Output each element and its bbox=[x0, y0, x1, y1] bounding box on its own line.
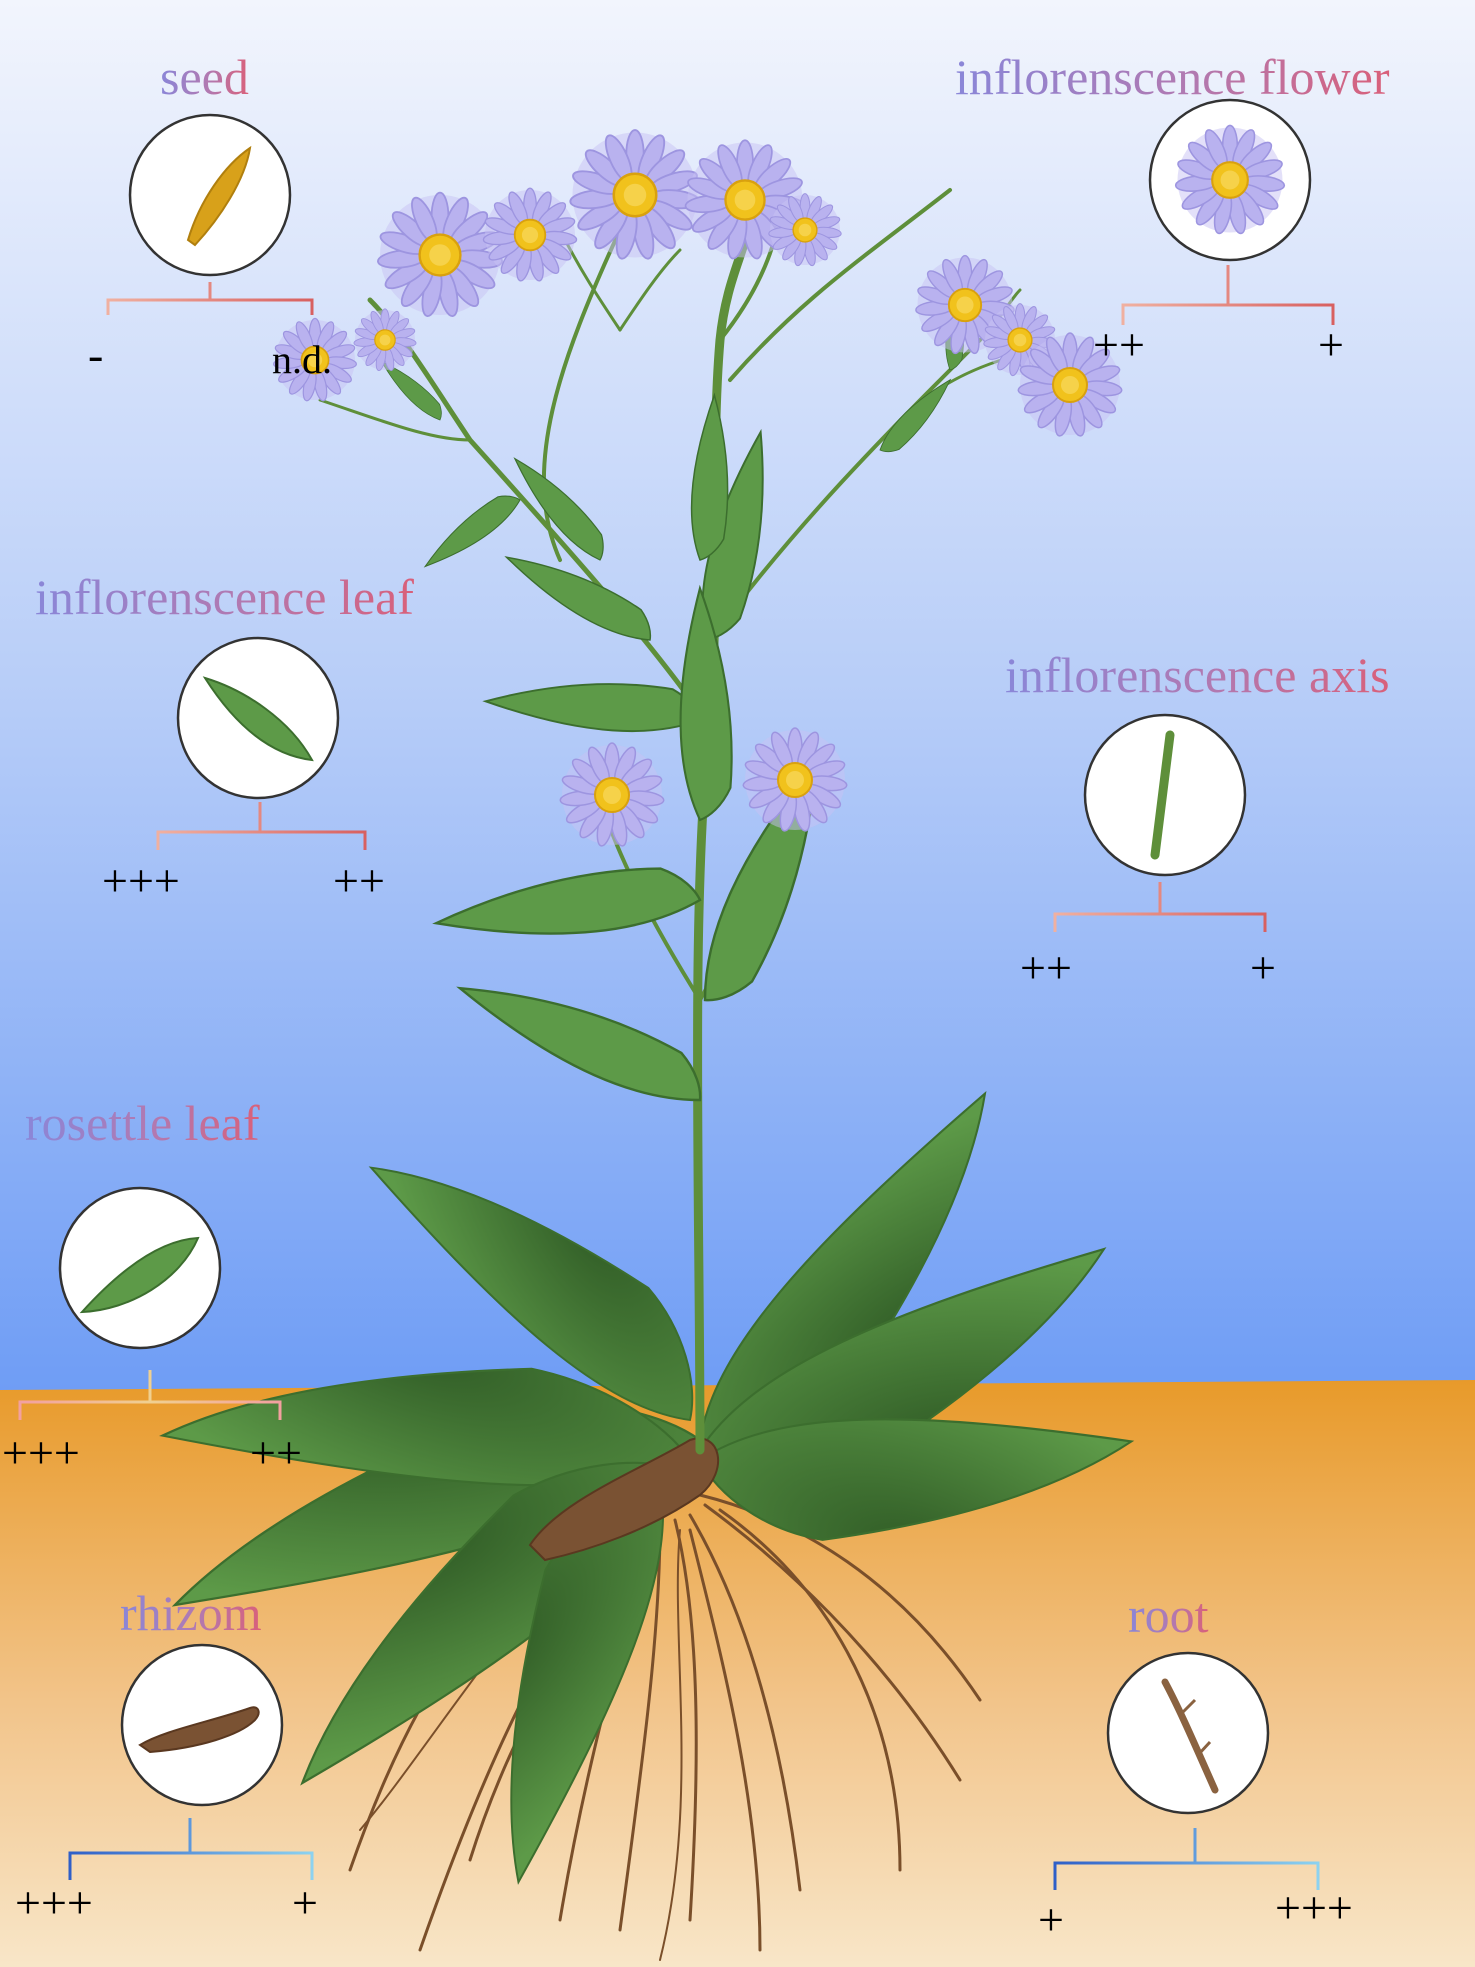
axis-bracket bbox=[1053, 882, 1267, 932]
infl-leaf-title: inflorenscence leaf bbox=[35, 569, 414, 625]
axis-title: inflorenscence axis bbox=[1005, 647, 1390, 703]
root-bracket bbox=[1053, 1828, 1320, 1890]
infl-leaf-level-right: ++ bbox=[333, 855, 385, 906]
seed-level-right: n.d. bbox=[272, 337, 332, 382]
flower-level-left: ++ bbox=[1093, 319, 1145, 370]
axis-level-left: ++ bbox=[1020, 942, 1072, 993]
flower-level-right: + bbox=[1318, 319, 1344, 370]
seed-icon bbox=[128, 113, 292, 277]
rosette-title: rosettle leaf bbox=[25, 1095, 260, 1151]
rosette-level-right: ++ bbox=[250, 1427, 302, 1478]
root-level-left: + bbox=[1038, 1894, 1064, 1945]
flower-bracket bbox=[1121, 265, 1335, 325]
rosette-level-left: +++ bbox=[2, 1427, 80, 1478]
root-title: root bbox=[1128, 1587, 1209, 1643]
infl-leaf-icon bbox=[176, 636, 340, 800]
rosette-bracket bbox=[18, 1370, 282, 1420]
infl-leaf-bracket bbox=[156, 802, 367, 850]
rhizome-level-left: +++ bbox=[15, 1877, 93, 1928]
root-level-right: +++ bbox=[1275, 1882, 1353, 1933]
axis-icon bbox=[1083, 713, 1247, 877]
rhizome-title: rhizom bbox=[120, 1585, 262, 1641]
axis-level-right: + bbox=[1250, 942, 1276, 993]
rosette-icon bbox=[58, 1186, 222, 1350]
root-icon bbox=[1106, 1651, 1270, 1815]
rhizome-icon bbox=[120, 1643, 284, 1807]
rhizome-shape bbox=[528, 1437, 719, 1562]
rhizome-level-right: + bbox=[292, 1877, 318, 1928]
seed-title: seed bbox=[160, 49, 249, 105]
seed-bracket bbox=[106, 282, 314, 315]
rhizome-bracket bbox=[68, 1818, 314, 1880]
seed-level-left: - bbox=[88, 329, 104, 380]
infl-leaf-level-left: +++ bbox=[102, 855, 180, 906]
flower-title: inflorenscence flower bbox=[955, 49, 1390, 105]
flower-icon bbox=[1148, 98, 1312, 262]
